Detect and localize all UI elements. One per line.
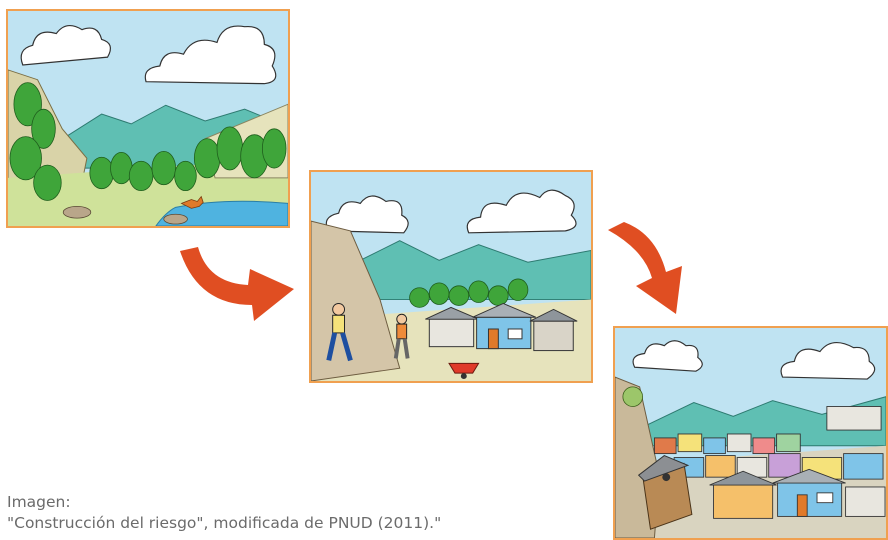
urban-risk-settlement-illustration (615, 328, 886, 538)
scene-natural-landscape (6, 9, 290, 228)
cloud-icon (144, 25, 277, 85)
cloud-icon (780, 342, 876, 380)
curved-arrow-icon (606, 220, 698, 316)
caption-source: "Construcción del riesgo", modificada de… (7, 514, 442, 532)
curved-arrow-icon (178, 245, 296, 323)
cloud-icon (325, 195, 409, 234)
scene-dense-settlement (613, 326, 888, 540)
hillside-construction-illustration (311, 172, 591, 381)
scene-construction-begins (309, 170, 593, 383)
cloud-icon (632, 340, 703, 372)
cloud-icon (20, 25, 112, 66)
forest-river-illustration (8, 11, 288, 226)
cloud-icon (466, 189, 577, 234)
image-caption: Imagen: "Construcción del riesgo", modif… (7, 492, 441, 534)
caption-label: Imagen: (7, 493, 71, 511)
